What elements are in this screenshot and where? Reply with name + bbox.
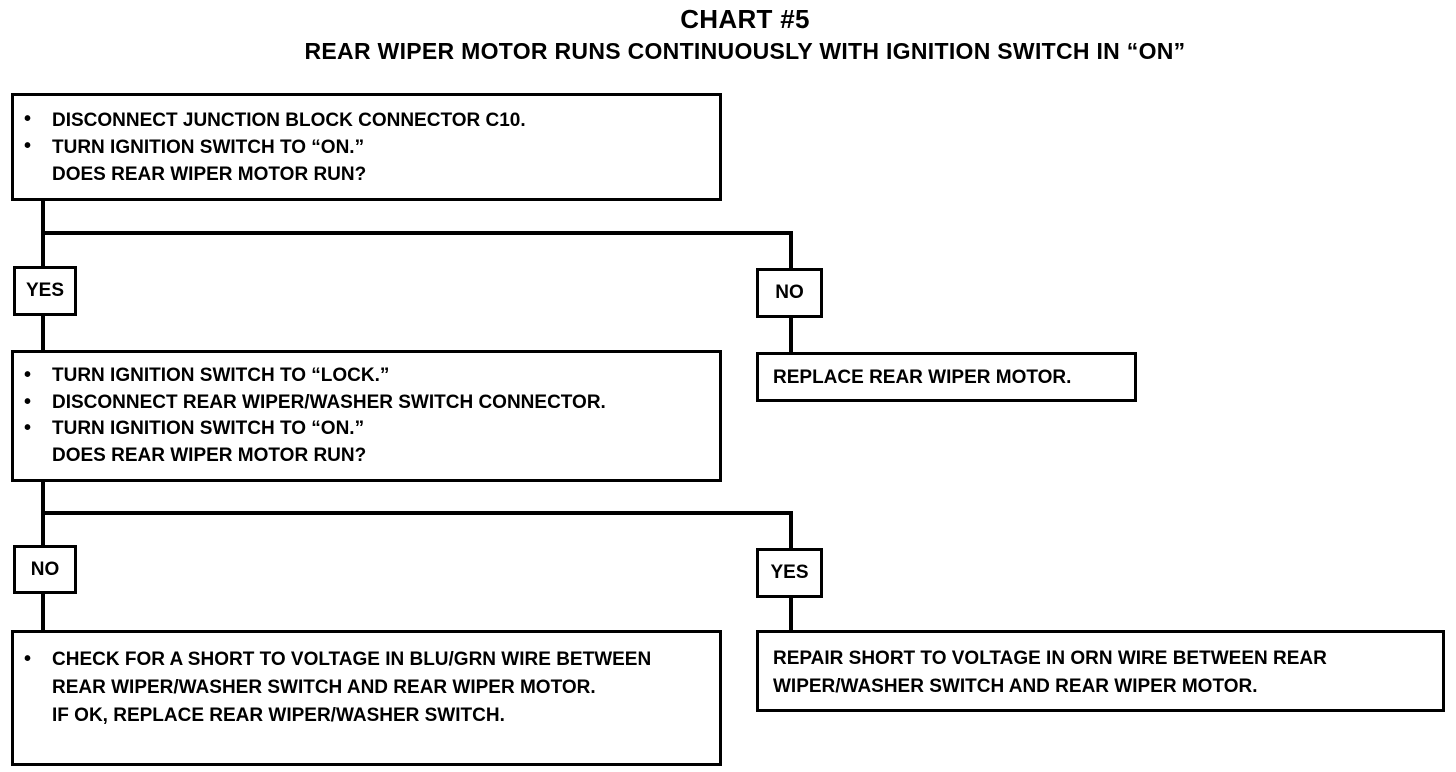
connector-line — [789, 231, 793, 269]
check-short-box: CHECK FOR A SHORT TO VOLTAGE IN BLU/GRN … — [11, 630, 722, 766]
step2-question: DOES REAR WIPER MOTOR RUN? — [52, 444, 367, 466]
step2-bullet: TURN IGNITION SWITCH TO “ON.” — [14, 415, 719, 443]
connector-line — [41, 592, 45, 632]
step2-bullet: TURN IGNITION SWITCH TO “LOCK.” — [14, 362, 719, 390]
connector-line — [789, 596, 793, 632]
connector-line — [41, 511, 793, 515]
step1-bullet: DISCONNECT JUNCTION BLOCK CONNECTOR C10. — [14, 106, 719, 134]
chart-title: CHART #5 — [680, 4, 810, 34]
replace-motor-text: REPLACE REAR WIPER MOTOR. — [773, 366, 1072, 388]
step1-bullet: TURN IGNITION SWITCH TO “ON.” — [14, 133, 719, 161]
step1-question: DOES REAR WIPER MOTOR RUN? — [52, 164, 367, 185]
connector-line — [41, 231, 793, 235]
replace-motor-box: REPLACE REAR WIPER MOTOR. — [756, 352, 1137, 402]
connector-line — [789, 511, 793, 549]
repair-short-box: REPAIR SHORT TO VOLTAGE IN ORN WIRE BETW… — [756, 630, 1445, 712]
connector-line — [789, 316, 793, 354]
chart-subtitle: REAR WIPER MOTOR RUNS CONTINUOUSLY WITH … — [304, 38, 1186, 64]
yes-label: YES — [756, 548, 823, 598]
repair-short-text: REPAIR SHORT TO VOLTAGE IN ORN WIRE BETW… — [773, 648, 1327, 697]
check-short-bullet: CHECK FOR A SHORT TO VOLTAGE IN BLU/GRN … — [14, 645, 719, 702]
step2-bullet: DISCONNECT REAR WIPER/WASHER SWITCH CONN… — [14, 389, 719, 417]
check-short-followup: IF OK, REPLACE REAR WIPER/WASHER SWITCH. — [52, 705, 505, 726]
step2-box: TURN IGNITION SWITCH TO “LOCK.” DISCONNE… — [11, 350, 722, 482]
connector-line — [41, 314, 45, 354]
no-label: NO — [756, 268, 823, 318]
yes-label: YES — [13, 266, 77, 316]
no-label: NO — [13, 545, 77, 594]
step1-box: DISCONNECT JUNCTION BLOCK CONNECTOR C10.… — [11, 93, 722, 201]
